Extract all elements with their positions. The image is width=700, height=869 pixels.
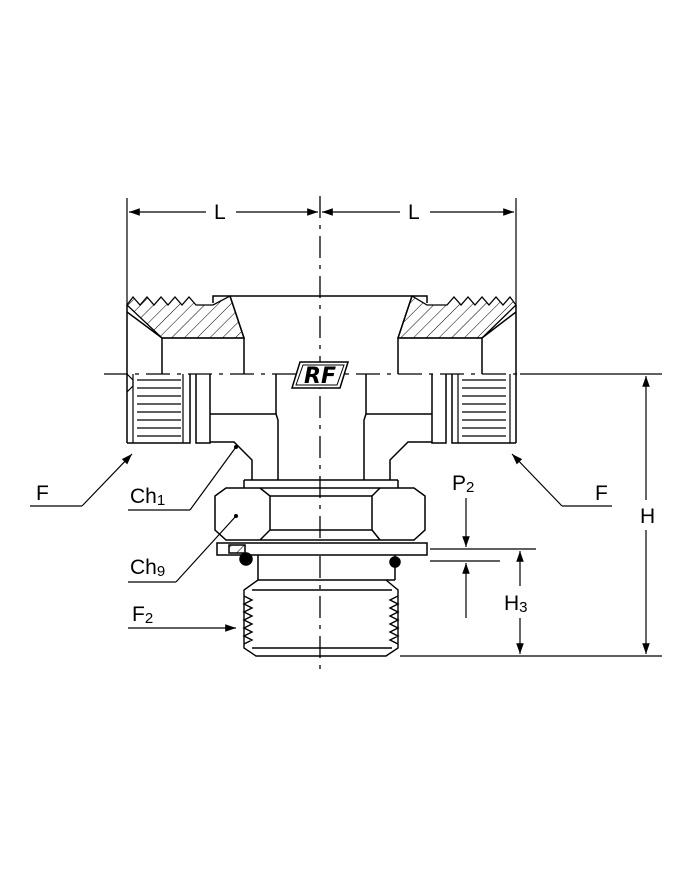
- thread-left: [126, 373, 184, 443]
- label-F2: F2: [132, 603, 153, 627]
- label-F-right: F: [595, 482, 608, 505]
- dimension-H: [400, 373, 662, 657]
- label-L-left: L: [214, 201, 226, 224]
- dimension-L: [126, 198, 517, 305]
- hatch-right: [397, 295, 517, 339]
- thread-bottom: [242, 579, 400, 657]
- hex-nut: [214, 487, 426, 541]
- label-Ch9: Ch9: [130, 556, 165, 580]
- seal-ring: [216, 542, 428, 581]
- point-Ch1: [234, 445, 238, 449]
- label-H: H: [640, 505, 655, 528]
- leader-Ch1: [128, 446, 237, 511]
- rf-logo: [290, 361, 350, 389]
- label-Ch1: Ch1: [130, 485, 165, 509]
- dimension-P2: [430, 498, 536, 618]
- point-Ch9: [234, 514, 238, 518]
- hatch-left: [126, 295, 245, 339]
- label-H3: H3: [504, 592, 528, 616]
- rf-logo-text: RF: [304, 364, 336, 389]
- label-F-left: F: [36, 482, 49, 505]
- thread-right: [457, 374, 511, 443]
- leader-Ch9: [128, 515, 237, 583]
- label-P2: P2: [452, 472, 474, 496]
- leader-F-right: [511, 453, 612, 507]
- label-L-right: L: [408, 201, 420, 224]
- leader-F-left: [30, 453, 133, 507]
